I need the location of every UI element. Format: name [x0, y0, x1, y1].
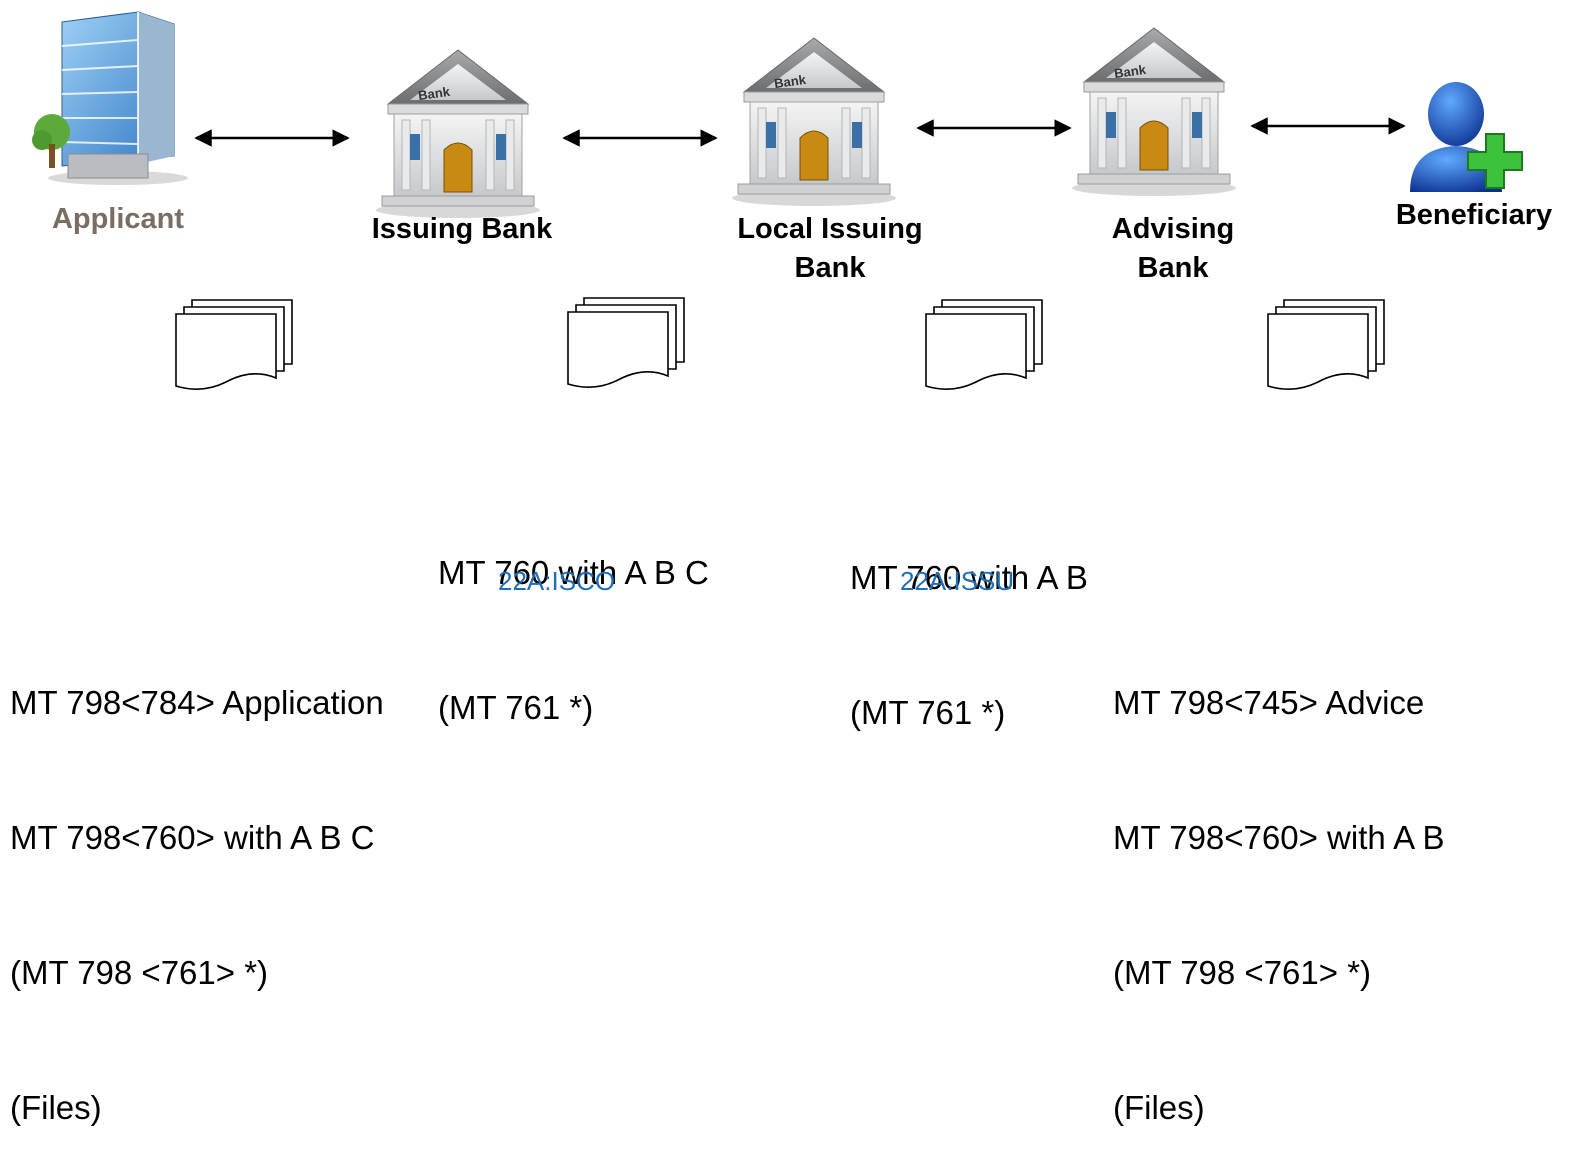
- arrow-applicant-issuing: [194, 129, 350, 147]
- label-line: Bank: [1137, 252, 1209, 284]
- beneficiary-label: Beneficiary: [1395, 199, 1553, 231]
- message-line: MT 798<760> with A B C: [10, 819, 375, 856]
- message-line: (MT 798 <761> *): [10, 954, 269, 991]
- issuing-bank-icon: [368, 42, 548, 222]
- issuing-bank-label: Issuing Bank: [371, 213, 553, 245]
- message-applicant-side: MT 798<784> Application MT 798<760> with…: [10, 590, 384, 1175]
- office-building-icon: [32, 11, 188, 185]
- advising-bank-label: Advising Bank: [1060, 210, 1286, 288]
- field-tag-isco: 22A:ISCO: [498, 566, 616, 596]
- local-issuing-bank-icon: [724, 30, 904, 210]
- label-line: Bank: [794, 252, 866, 284]
- message-line: (MT 761 *): [850, 694, 1006, 731]
- message-beneficiary-side: MT 798<745> Advice MT 798<760> with A B …: [1113, 590, 1444, 1175]
- message-local-to-advising: MT 760 with A B (MT 761 *): [850, 465, 1088, 780]
- message-line: MT 798<760> with A B: [1113, 819, 1445, 856]
- message-issuing-to-local: MT 760 with A B C (MT 761 *): [438, 460, 709, 775]
- document-stack-icon: [1266, 298, 1386, 393]
- local-issuing-bank-label: Local Issuing Bank: [700, 210, 960, 288]
- message-line: (MT 761 *): [438, 689, 594, 726]
- label-line: Local Issuing: [737, 213, 923, 245]
- arrow-local-advising: [916, 119, 1072, 137]
- advising-bank-icon: [1064, 20, 1244, 200]
- message-line: (MT 798 <761> *): [1113, 954, 1372, 991]
- field-tag-issu: 22A:ISSU: [900, 566, 1015, 596]
- label-line: Advising: [1111, 213, 1235, 245]
- arrow-issuing-local: [562, 129, 718, 147]
- message-line: MT 798<745> Advice: [1113, 684, 1425, 721]
- message-line: (Files): [10, 1089, 102, 1126]
- message-line: MT 798<784> Application: [10, 684, 384, 721]
- document-stack-icon: [174, 298, 294, 393]
- arrow-advising-beneficiary: [1250, 117, 1406, 135]
- message-line: MT 760 with A B C: [438, 554, 709, 591]
- document-stack-icon: [566, 296, 686, 391]
- add-user-icon: [1410, 82, 1523, 192]
- message-line: MT 760 with A B: [850, 559, 1088, 596]
- document-stack-icon: [924, 298, 1044, 393]
- applicant-label: Applicant: [51, 203, 185, 235]
- message-line: (Files): [1113, 1089, 1205, 1126]
